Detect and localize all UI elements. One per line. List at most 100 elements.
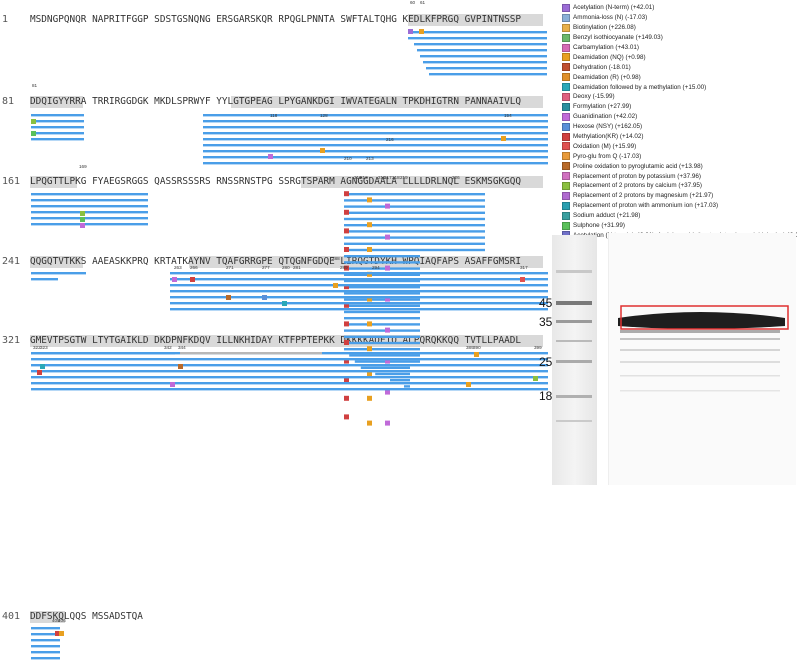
peptide-bar — [31, 358, 548, 361]
legend-label: Deamidation (R) (+0.98) — [573, 73, 641, 81]
o-icon — [562, 142, 570, 151]
peptide-bar — [31, 633, 60, 636]
d-icon — [562, 63, 570, 72]
legend-item: Carbamylation (+43.01) — [562, 43, 797, 53]
modification-marker — [419, 29, 424, 34]
legend-item: Deamidation followed by a methylation (+… — [562, 82, 797, 92]
legend-label: Sulphone (+31.99) — [573, 222, 625, 230]
c-icon — [562, 43, 570, 52]
legend-label: Ammonia-loss (N) (-17.03) — [573, 14, 648, 22]
modification-marker — [385, 420, 390, 426]
h-icon — [562, 122, 570, 131]
legend-label: Carbamylation (+43.01) — [573, 44, 639, 51]
site-number-label: 154 — [504, 113, 512, 118]
peptide-bar — [426, 67, 547, 70]
modification-marker — [172, 277, 177, 282]
peptide-bar — [170, 272, 548, 275]
sequence-start-position: 161 — [2, 176, 21, 187]
legend-label: Biotinylation (+226.08) — [573, 24, 636, 32]
s-icon — [562, 211, 570, 220]
peptide-bar — [344, 205, 485, 208]
modification-marker — [501, 136, 506, 141]
modification-marker — [226, 295, 231, 300]
peptide-bar — [31, 126, 84, 129]
legend-label: Deamidation (NQ) (+0.98) — [573, 53, 646, 61]
peptide-bar — [31, 627, 60, 630]
peptide-bar — [31, 114, 84, 117]
peptide-bar — [31, 645, 60, 648]
peptide-bar — [344, 348, 420, 351]
modification-marker — [367, 197, 372, 203]
peptide-bar — [203, 162, 548, 165]
modification-marker — [533, 376, 538, 381]
legend-label: Replacement of proton with ammonium ion … — [573, 202, 719, 210]
peptide-bar — [349, 354, 420, 357]
legend-item: Deamidation (R) (+0.98) — [562, 72, 797, 82]
sequence-text: GMEVTPSGTW LTYTGAIKLD DKDPNFKDQV ILLNKHI… — [30, 335, 522, 346]
site-number-label: 169 — [79, 164, 87, 169]
legend-item: Sodium adduct (+21.98) — [562, 211, 797, 221]
sequence-text: QQGQTVTKKS AAEASKKPRQ KRTATKAYNV TQAFGRR… — [30, 256, 522, 267]
modification-marker — [40, 364, 45, 369]
legend-item: Dehydration (-18.01) — [562, 62, 797, 72]
sequence-text: DDQIGYYRRA TRRIRGGDGK MKDLSPRWYF YYLGTGP… — [30, 96, 522, 107]
sequence-text: MSDNGPQNQR NAPRITFGGP SDSTGSNQNG ERSGARS… — [30, 14, 522, 25]
peptide-bar — [31, 657, 60, 660]
peptide-bar — [31, 376, 548, 379]
peptide-bar — [170, 290, 548, 293]
legend-item: Acetylation (N-term) (+42.01) — [562, 3, 797, 13]
p-icon — [562, 162, 570, 171]
m-icon — [562, 132, 570, 141]
marker-35: 35 — [539, 315, 553, 329]
b-icon — [562, 23, 570, 32]
legend-label: Sodium adduct (+21.98) — [573, 212, 641, 220]
sequence-text: DDFSKQLQQS MSSADSTQA — [30, 611, 143, 622]
peptide-bar — [417, 49, 547, 52]
legend-label: Acetylation (N-term) (+42.01) — [573, 4, 655, 12]
peptide-bar — [344, 323, 420, 326]
modification-marker — [367, 420, 372, 426]
b-icon — [562, 33, 570, 42]
legend-label: Deamidation followed by a methylation (+… — [573, 83, 707, 91]
legend-item: Replacement of proton with ammonium ion … — [562, 201, 797, 211]
peptide-bar — [170, 302, 548, 305]
peptide-bar — [344, 329, 420, 332]
peptide-bar — [344, 279, 420, 283]
legend-item: Proline oxidation to pyroglutamic acid (… — [562, 161, 797, 171]
peptide-bar — [344, 193, 485, 196]
peptide-bar — [203, 144, 548, 147]
peptide-bar — [423, 61, 547, 64]
peptide-bar — [344, 248, 485, 252]
legend-label: Replacement of 2 protons by calcium (+37… — [573, 182, 702, 190]
legend-label: Methylation(KR) (+14.02) — [573, 133, 644, 141]
legend-label: Pyro-glu from Q (-17.03) — [573, 152, 642, 160]
peptide-bar — [414, 43, 547, 46]
peptide-bar — [31, 272, 86, 275]
legend-item: Hexose (NSY) (+162.05) — [562, 122, 797, 132]
k-icon — [562, 172, 570, 181]
m-icon — [562, 191, 570, 200]
site-number-label: 118 — [270, 113, 278, 118]
modification-marker — [385, 327, 390, 333]
modification-marker — [520, 277, 525, 282]
legend-item: Replacement of 2 protons by calcium (+37… — [562, 181, 797, 191]
modification-marker — [80, 211, 85, 216]
modification-marker — [367, 395, 372, 401]
peptide-bar — [375, 372, 410, 376]
modification-marker — [367, 296, 372, 302]
modification-marker — [262, 295, 267, 300]
modification-marker — [80, 223, 85, 228]
modification-marker — [466, 382, 471, 387]
sequence-start-position: 401 — [2, 611, 21, 622]
legend-item: Oxidation (M) (+15.99) — [562, 141, 797, 151]
site-number-label: 210 — [344, 156, 352, 161]
peptide-bar — [404, 385, 410, 388]
legend-item: Replacement of proton by potassium (+37.… — [562, 171, 797, 181]
peptide-bar — [429, 73, 547, 76]
modification-marker — [367, 222, 372, 228]
n-icon — [562, 201, 570, 210]
peptide-bar — [390, 379, 410, 382]
peptide-bar — [31, 211, 148, 214]
peptide-bar — [203, 138, 548, 141]
modification-marker — [344, 358, 349, 364]
